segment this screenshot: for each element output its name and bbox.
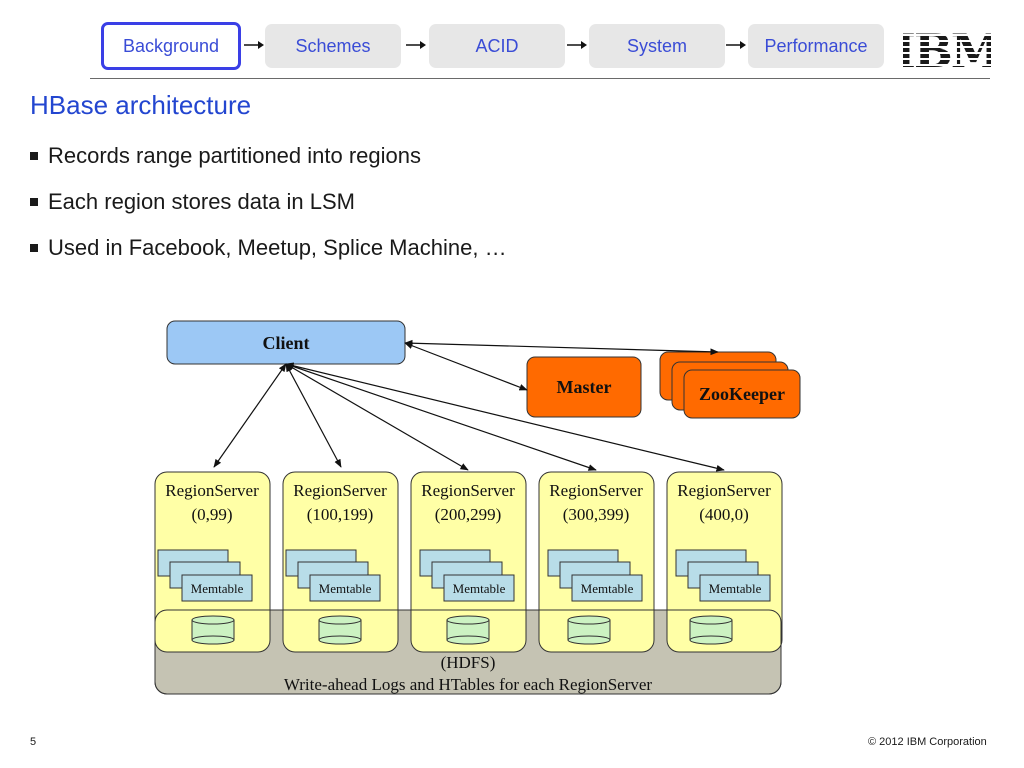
hdfs-outline [154,609,782,695]
region-server-3: RegionServer (300,399) Memtable [538,471,655,653]
bullet-item: Records range partitioned into regions [30,143,507,189]
arrow-right-icon [567,41,587,49]
master-node: Master [526,356,642,418]
region-server-range: (100,199) [307,505,374,524]
zookeeper-node: ZooKeeper [659,351,801,419]
navigation-bar: Background Schemes ACID System Performan… [0,0,1024,80]
bullet-text: Used in Facebook, Meetup, Splice Machine… [48,235,507,260]
memtable [571,574,643,602]
region-server-range: (200,299) [435,505,502,524]
disk-icon [191,615,235,645]
disk-icon [567,615,611,645]
client-master-link [404,342,528,391]
hdfs-description: Write-ahead Logs and HTables for each Re… [284,675,653,694]
region-server-4: RegionServer (400,0) Memtable [666,471,783,653]
client-regionserver-link [285,363,342,468]
zookeeper-label: ZooKeeper [699,384,785,404]
region-server-label: RegionServer [549,481,643,500]
bullet-list: Records range partitioned into regions E… [30,143,507,281]
memtable-label: Memtable [319,581,372,596]
client-regionserver-link [285,363,469,471]
bullet-text: Records range partitioned into regions [48,143,422,168]
client-zookeeper-link [404,339,719,356]
disk-icon [446,615,490,645]
tab-performance[interactable]: Performance [748,24,884,68]
region-server-range: (300,399) [563,505,630,524]
memtable-label: Memtable [191,581,244,596]
memtable-label: Memtable [453,581,506,596]
arrow-right-icon [244,41,264,49]
memtable [699,574,771,602]
bullet-icon [30,152,38,160]
disk-icon [318,615,362,645]
memtable-label: Memtable [581,581,634,596]
tab-background[interactable]: Background [101,22,241,70]
arrow-right-icon [406,41,426,49]
memtable-label: Memtable [709,581,762,596]
client-label: Client [263,333,310,353]
region-server-range: (400,0) [699,505,749,524]
region-server-label: RegionServer [293,481,387,500]
tab-system[interactable]: System [589,24,725,68]
memtable [181,574,253,602]
client-regionserver-link [285,362,725,472]
page-number: 5 [30,736,37,748]
bullet-icon [30,244,38,252]
memtable [443,574,515,602]
tab-acid[interactable]: ACID [429,24,565,68]
region-server-0: RegionServer (0,99) Memtable [154,471,271,653]
bullet-icon [30,198,38,206]
arrow-right-icon [726,41,746,49]
region-server-1: RegionServer (100,199) Memtable [282,471,399,653]
disk-icon [689,615,733,645]
copyright-notice: © 2012 IBM Corporation [868,736,987,748]
tab-schemes[interactable]: Schemes [265,24,401,68]
region-server-label: RegionServer [165,481,259,500]
ibm-logo: IBM [903,30,991,70]
client-regionserver-link [213,363,287,468]
bullet-text: Each region stores data in LSM [48,189,355,214]
region-server-label: RegionServer [677,481,771,500]
hdfs-layer: (HDFS) Write-ahead Logs and HTables for … [154,609,782,695]
svg-text:IBM: IBM [903,30,991,70]
bullet-item: Used in Facebook, Meetup, Splice Machine… [30,235,507,281]
region-server-range: (0,99) [191,505,232,524]
client-regionserver-link [285,363,597,471]
master-label: Master [557,377,612,397]
region-server-2: RegionServer (200,299) Memtable [410,471,527,653]
bullet-item: Each region stores data in LSM [30,189,507,235]
client-node: Client [166,320,406,365]
header-divider [90,78,990,79]
connection-arrows [213,339,725,472]
region-server-label: RegionServer [421,481,515,500]
hdfs-label: (HDFS) [441,653,496,672]
page-title: HBase architecture [30,90,252,120]
memtable [309,574,381,602]
